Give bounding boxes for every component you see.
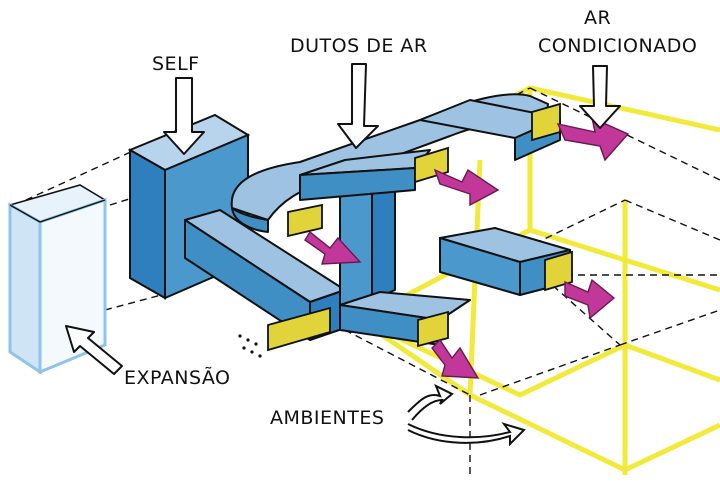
airflow-arrow-4 — [431, 338, 480, 379]
grille-top-right — [531, 102, 561, 142]
riser-side — [371, 179, 396, 301]
airflow-arrows — [304, 116, 630, 379]
self-arrow — [163, 77, 205, 155]
airflow-arrow-3 — [304, 230, 362, 265]
lower-room-floor — [468, 392, 720, 473]
grille-intake — [267, 306, 331, 352]
label-dutos-de-ar: DUTOS DE AR — [290, 35, 428, 57]
lower-right-branch-front — [439, 237, 521, 296]
label-ar: AR — [584, 7, 611, 29]
expansao-arrow — [65, 325, 123, 375]
label-condicionado: CONDICIONADO — [538, 35, 697, 57]
intake-marks — [238, 334, 262, 358]
ambientes-arrows — [407, 383, 526, 447]
expansion-unit — [7, 184, 107, 375]
label-ambientes: AMBIENTES — [270, 407, 384, 429]
grille-lower-mid — [417, 310, 449, 348]
label-arrows — [65, 63, 621, 375]
ar-arrow — [579, 65, 621, 129]
airflow-arrow-1 — [556, 116, 630, 162]
dutos-arrow — [337, 63, 379, 149]
grille-lower-right — [544, 250, 573, 292]
label-expansao: EXPANSÃO — [124, 366, 231, 389]
grille-left — [287, 203, 323, 238]
airflow-arrow-5 — [564, 278, 616, 320]
upper-curve-duct-side — [231, 207, 269, 233]
label-self: SELF — [152, 53, 200, 75]
airflow-arrow-2 — [433, 168, 500, 207]
mid-branch-side — [299, 167, 416, 201]
